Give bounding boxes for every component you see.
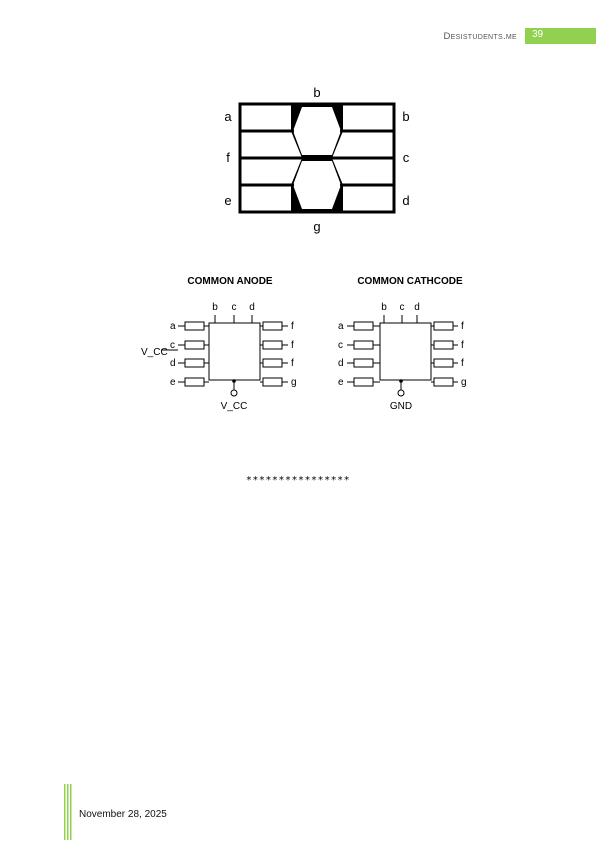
cathode-bottom-terminal: GND <box>390 401 412 412</box>
cathode-title: COMMON CATHCODE <box>357 276 463 287</box>
cathode-chip <box>379 322 432 381</box>
seg-label-left-e: e <box>224 193 231 208</box>
anode-right-pin-label: f <box>291 321 294 332</box>
anode-right-pin-label: g <box>291 377 297 388</box>
anode-side-supply: V_CC <box>141 347 168 358</box>
footer-accent-bars <box>64 784 72 840</box>
anode-left-pin-label: d <box>170 358 176 369</box>
anode-chip <box>208 322 261 381</box>
anode-bottom-terminal: V_CC <box>221 401 248 412</box>
seg-label-bottom: g <box>313 219 320 234</box>
cathode-left-pin-label: d <box>338 358 344 369</box>
cathode-right-pin-label: g <box>461 377 467 388</box>
seg-label-left-f: f <box>226 150 230 165</box>
cathode-right-pin-label: f <box>461 358 464 369</box>
anode-right-pin-label: f <box>291 358 294 369</box>
cathode-left-pin-label: e <box>338 377 344 388</box>
segment-hexagons <box>240 104 394 212</box>
section-separator: **************** <box>245 475 351 486</box>
common-anode-circuit: COMMON ANODE b c d V_CC V_CC a c d e <box>141 276 297 412</box>
cathode-right-pin-label: f <box>461 321 464 332</box>
footer-date: November 28, 2025 <box>79 809 167 820</box>
cathode-right-pin-label: f <box>461 340 464 351</box>
anode-top-pin-c: c <box>232 302 237 313</box>
header-site-name: Desistudents.me <box>443 31 517 42</box>
anode-right-pin-label: f <box>291 340 294 351</box>
cathode-top-pin-b: b <box>381 302 387 313</box>
seg-label-top: b <box>313 85 320 100</box>
cathode-left-pins: a c d e <box>338 321 344 388</box>
cathode-right-pins: f f f g <box>461 321 467 388</box>
seg-label-left-a: a <box>224 109 232 124</box>
anode-title: COMMON ANODE <box>187 276 273 287</box>
page-number: 39 <box>532 29 544 40</box>
anode-left-pin-label: a <box>170 321 176 332</box>
anode-top-pin-b: b <box>212 302 218 313</box>
seg-label-right-d: d <box>402 193 409 208</box>
seg-label-right-b: b <box>402 109 409 124</box>
anode-left-pin-label: c <box>170 340 175 351</box>
common-anode-cathode-diagram: COMMON ANODE b c d V_CC V_CC a c d e <box>141 276 467 412</box>
cathode-terminal-circle <box>397 389 405 397</box>
seg-label-right-c: c <box>403 150 410 165</box>
anode-top-pin-d: d <box>249 302 255 313</box>
seven-segment-figure: b a f e b c d g <box>224 85 410 234</box>
anode-left-pins: a c d e <box>170 321 176 388</box>
common-cathode-circuit: COMMON CATHCODE b c d GND a c d e <box>338 276 467 412</box>
anode-left-pin-label: e <box>170 377 176 388</box>
cathode-top-pin-d: d <box>414 302 420 313</box>
cathode-top-pin-c: c <box>400 302 405 313</box>
page-number-tab <box>525 28 596 44</box>
cathode-left-pin-label: a <box>338 321 344 332</box>
anode-right-pins: f f f g <box>291 321 297 388</box>
cathode-left-pin-label: c <box>338 340 343 351</box>
anode-terminal-circle <box>230 389 238 397</box>
